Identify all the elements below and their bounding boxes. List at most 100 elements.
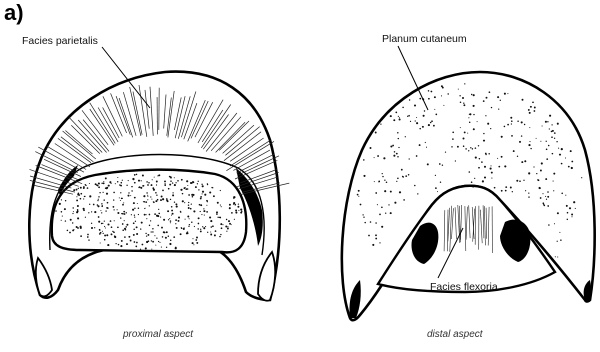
stipple-dot bbox=[138, 180, 140, 182]
stipple-dot bbox=[471, 181, 473, 183]
stipple-dot bbox=[381, 206, 383, 208]
stipple-dot bbox=[422, 126, 424, 128]
proximal-coronary-surface bbox=[52, 170, 247, 253]
stipple-dot bbox=[481, 161, 483, 163]
stipple-dot bbox=[394, 202, 396, 204]
stipple-dot bbox=[157, 215, 159, 217]
stipple-dot bbox=[131, 214, 132, 215]
stipple-dot bbox=[89, 195, 91, 197]
stipple-dot bbox=[106, 193, 108, 195]
stipple-dot bbox=[198, 217, 200, 219]
stipple-dot bbox=[147, 196, 148, 197]
stipple-dot bbox=[457, 146, 459, 148]
stipple-dot bbox=[507, 93, 508, 94]
stipple-dot bbox=[200, 211, 201, 212]
stipple-dot bbox=[133, 222, 135, 224]
stipple-dot bbox=[151, 199, 152, 200]
stipple-dot bbox=[113, 199, 114, 200]
stipple-dot bbox=[484, 166, 486, 168]
stipple-dot bbox=[155, 200, 157, 202]
stipple-dot bbox=[408, 115, 410, 117]
stipple-dot bbox=[64, 208, 66, 210]
stipple-dot bbox=[122, 223, 124, 225]
stipple-dot bbox=[234, 219, 235, 220]
stipple-dot bbox=[235, 210, 237, 212]
stipple-dot bbox=[76, 211, 78, 213]
stipple-dot bbox=[473, 128, 475, 130]
stipple-dot bbox=[148, 240, 150, 242]
stipple-dot bbox=[463, 104, 465, 106]
stipple-dot bbox=[558, 148, 559, 149]
stipple-dot bbox=[565, 157, 566, 158]
stipple-dot bbox=[434, 109, 435, 110]
stipple-dot bbox=[174, 177, 175, 178]
stipple-dot bbox=[379, 242, 380, 243]
stipple-dot bbox=[104, 235, 106, 237]
stipple-dot bbox=[431, 91, 433, 93]
stipple-dot bbox=[235, 204, 237, 206]
stipple-dot bbox=[229, 204, 231, 206]
stipple-dot bbox=[233, 198, 234, 199]
stipple-dot bbox=[137, 203, 138, 204]
stipple-dot bbox=[428, 124, 430, 126]
stipple-dot bbox=[169, 184, 171, 186]
stipple-dot bbox=[87, 236, 89, 238]
stipple-dot bbox=[540, 141, 541, 142]
stipple-dot bbox=[522, 99, 524, 101]
stipple-dot bbox=[542, 193, 543, 194]
stipple-dot bbox=[78, 188, 79, 189]
stipple-dot bbox=[409, 158, 410, 159]
stipple-dot bbox=[113, 192, 115, 194]
stipple-dot bbox=[173, 236, 175, 238]
stipple-dot bbox=[195, 239, 197, 241]
stipple-dot bbox=[120, 192, 121, 193]
stipple-dot bbox=[475, 147, 477, 149]
stipple-dot bbox=[437, 191, 438, 192]
stipple-dot bbox=[542, 125, 543, 126]
stipple-dot bbox=[220, 234, 221, 235]
stipple-dot bbox=[494, 187, 496, 189]
stipple-dot bbox=[199, 204, 201, 206]
stipple-dot bbox=[363, 159, 365, 161]
stipple-dot bbox=[158, 241, 159, 242]
stipple-dot bbox=[128, 180, 129, 181]
stipple-dot bbox=[118, 244, 119, 245]
stipple-dot bbox=[114, 220, 115, 221]
stipple-dot bbox=[175, 182, 176, 183]
stipple-dot bbox=[193, 244, 194, 245]
stipple-dot bbox=[370, 221, 372, 223]
stipple-dot bbox=[440, 181, 441, 182]
stipple-dot bbox=[510, 117, 512, 119]
stipple-dot bbox=[122, 229, 124, 231]
stipple-dot bbox=[166, 198, 168, 200]
stipple-dot bbox=[117, 212, 119, 214]
stipple-dot bbox=[392, 145, 394, 147]
stipple-dot bbox=[133, 202, 135, 204]
stipple-dot bbox=[233, 203, 234, 204]
stipple-dot bbox=[97, 204, 99, 206]
stipple-dot bbox=[231, 212, 233, 214]
stipple-dot bbox=[549, 128, 550, 129]
caption-proximal-aspect: proximal aspect bbox=[122, 329, 194, 340]
stipple-dot bbox=[206, 205, 207, 206]
stipple-dot bbox=[463, 103, 464, 104]
stipple-dot bbox=[477, 121, 478, 122]
label-planum-cutaneum: Planum cutaneum bbox=[382, 33, 467, 45]
stipple-dot bbox=[200, 230, 202, 232]
stipple-dot bbox=[390, 212, 392, 214]
stipple-dot bbox=[221, 206, 222, 207]
stipple-dot bbox=[555, 256, 556, 257]
stipple-dot bbox=[110, 220, 112, 222]
stipple-dot bbox=[130, 195, 131, 196]
stipple-dot bbox=[425, 142, 426, 143]
stipple-dot bbox=[135, 221, 136, 222]
stipple-dot bbox=[98, 196, 99, 197]
stipple-dot bbox=[117, 181, 119, 183]
stipple-dot bbox=[143, 195, 145, 197]
stipple-dot bbox=[186, 180, 188, 182]
stipple-dot bbox=[419, 144, 421, 146]
stipple-dot bbox=[200, 204, 202, 206]
stipple-dot bbox=[532, 101, 534, 103]
stipple-dot bbox=[103, 199, 104, 200]
stipple-dot bbox=[517, 156, 518, 157]
